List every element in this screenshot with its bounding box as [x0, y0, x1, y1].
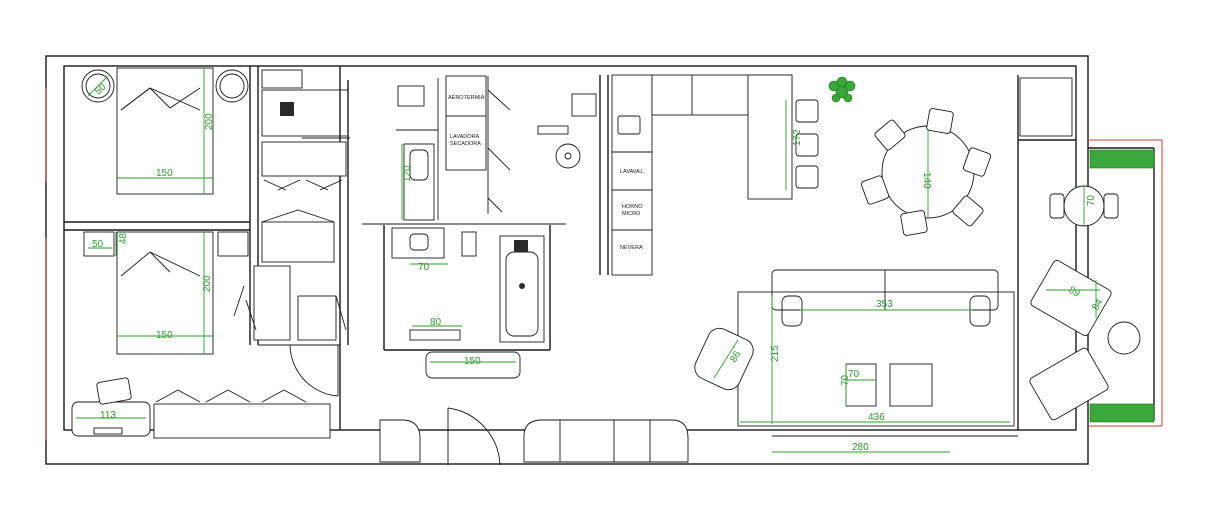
island [747, 74, 793, 200]
bar-stool-3 [795, 165, 819, 189]
cabinet-small [461, 231, 477, 257]
dim-lounger-w: 89 [1067, 285, 1083, 300]
kitchen [611, 74, 819, 276]
terrace-chair-1 [1049, 193, 1065, 219]
label-micro: MICRO [622, 211, 641, 217]
bedroom-2 [83, 209, 347, 355]
dim-bed2-length: 200 [202, 275, 213, 292]
sink-counter [537, 125, 569, 135]
dim-sofa: 353 [876, 299, 893, 310]
label-secadora: SECADORA [450, 141, 481, 147]
terrace-side-table [1107, 321, 1141, 355]
drain-icon [280, 102, 294, 116]
laundry-room [261, 69, 350, 191]
dim-rug-depth: 215 [770, 345, 781, 362]
dim-bed1-width: 150 [156, 168, 173, 179]
dim-rug-length: 436 [868, 412, 885, 423]
dining-area [828, 76, 1073, 236]
desk-area [71, 377, 331, 439]
lounger-2 [1029, 347, 1109, 421]
plant-icon [828, 76, 856, 103]
dim-shower: 120 [402, 165, 413, 182]
wardrobe-side-1 [253, 265, 291, 341]
dim-nightstand-w: 50 [92, 239, 104, 250]
nightstand-2 [83, 231, 115, 257]
living-area [694, 269, 1018, 453]
bathroom-1 [396, 78, 439, 221]
washer-dryer [445, 115, 487, 171]
dining-chair-5 [900, 210, 928, 236]
toilet-bowl [555, 143, 581, 169]
dining-chair-2 [926, 108, 954, 134]
shower-tray [403, 143, 435, 221]
bath-mat [425, 351, 521, 379]
planter-top [1089, 149, 1155, 169]
coffee-table-2 [889, 363, 933, 407]
dim-bench: 80 [430, 317, 442, 328]
planter-bottom [1089, 403, 1155, 423]
sideboard [1019, 77, 1073, 137]
dim-armchair: 86 [728, 349, 743, 365]
toilet-bath-1 [397, 85, 425, 107]
entry-door [289, 344, 501, 466]
dining-chair-4 [860, 175, 890, 205]
dim-coffee-w: 70 [848, 369, 860, 380]
dim-sink: 70 [418, 262, 430, 273]
dim-lounger-d: 84 [1090, 297, 1105, 313]
dim-bed1-length: 200 [204, 113, 215, 130]
bench [409, 329, 461, 341]
hall-cabinet-right [523, 419, 689, 463]
lounger-1 [1030, 259, 1112, 337]
dim-bath-mat: 150 [464, 356, 481, 367]
dim-bar: 172 [792, 129, 803, 146]
label-aerotermia: AEROTERMIA [448, 95, 485, 101]
terrace [1029, 149, 1155, 423]
hall-cabinet-left [379, 419, 421, 463]
cabinet-top [261, 69, 303, 89]
label-horno: HORNO [622, 204, 643, 210]
wardrobe-lower [261, 141, 347, 177]
label-lavavaj: LAVAVAJ. [620, 169, 645, 175]
dining-chair-3 [962, 147, 992, 177]
label-nevera: NEVERA [620, 245, 643, 251]
wardrobe-hall [153, 403, 331, 439]
washbasin-1 [391, 227, 445, 259]
dim-tv-unit: 280 [852, 442, 869, 453]
nightstand-3 [217, 231, 249, 257]
coffee-table-1 [845, 363, 877, 407]
dim-nightstand-h: 48 [118, 232, 129, 244]
bathroom-2 [362, 93, 597, 379]
label-lavadora: LAVADORA [450, 134, 479, 140]
bath-drain-icon [514, 240, 528, 252]
round-side-table-2 [215, 69, 249, 103]
hall-cabinets [379, 419, 689, 463]
desk-chair [96, 377, 132, 405]
dim-desk: 113 [100, 410, 116, 421]
dim-bed2-width: 150 [156, 330, 173, 341]
utility-room [445, 75, 511, 214]
bar-stool-1 [795, 99, 819, 123]
bar-stool-2 [795, 133, 819, 157]
aerothermal-unit [445, 75, 487, 117]
dining-chair-6 [952, 195, 984, 227]
armchair [694, 327, 754, 391]
bedroom-1 [81, 67, 249, 195]
dim-terrace-table: 70 [1086, 194, 1097, 206]
toilet-bath-2 [571, 93, 597, 117]
wardrobe-bedroom-2 [261, 221, 335, 263]
room-labels: AEROTERMIA LAVADORA SECADORA LAVAVAJ. HO… [448, 95, 645, 251]
terrace-chair-2 [1103, 193, 1119, 219]
bed-1 [116, 67, 214, 195]
dim-coffee-d: 70 [840, 374, 851, 386]
dim-dining-table: 140 [921, 172, 932, 189]
counter-left [611, 74, 653, 276]
wardrobe-side-2 [297, 295, 337, 341]
bed-2 [116, 231, 214, 355]
dining-chair-1 [874, 119, 906, 151]
